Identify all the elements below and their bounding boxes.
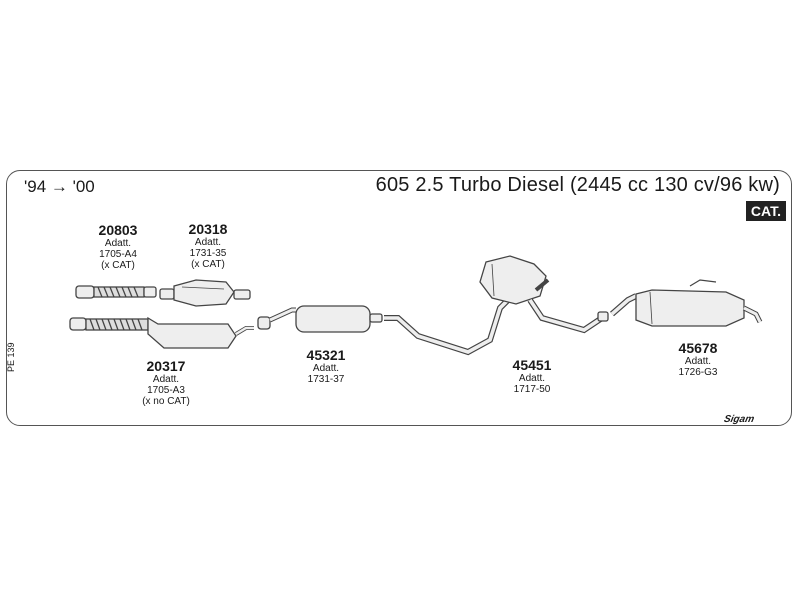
part-label-20318[interactable]: 20318 Adatt. 1731-35 (x CAT)	[189, 221, 228, 270]
brand-logo: Sigam	[722, 414, 756, 425]
part-note: Adatt.	[152, 374, 180, 385]
side-code: PE 139	[6, 342, 16, 372]
part-20803-drawing[interactable]	[75, 285, 157, 299]
part-note: Adatt.	[104, 238, 132, 249]
part-note: (x CAT)	[101, 260, 135, 271]
part-20318-drawing[interactable]	[159, 279, 251, 307]
part-note: Adatt.	[518, 373, 546, 384]
year-range: '94 → '00	[24, 177, 95, 196]
part-label-45451[interactable]: 45451 Adatt. 1717-50	[513, 357, 552, 395]
part-note: 1717-50	[513, 384, 551, 395]
part-number: 45451	[512, 357, 552, 373]
part-note: 1726-G3	[678, 367, 718, 378]
part-note: 1731-37	[307, 374, 345, 385]
diagram-frame	[6, 170, 792, 426]
part-45451-drawing[interactable]	[384, 255, 609, 356]
part-label-45678[interactable]: 45678 Adatt. 1726-G3	[679, 340, 718, 378]
part-label-20803[interactable]: 20803 Adatt. 1705-A4 (x CAT)	[99, 222, 138, 271]
part-number: 20803	[98, 222, 138, 238]
cat-badge: CAT.	[745, 201, 786, 221]
part-note: 1705-A3	[147, 385, 185, 396]
part-label-20317[interactable]: 20317 Adatt. 1705-A3 (x no CAT)	[142, 358, 190, 407]
part-note: 1731-35	[189, 248, 227, 259]
part-number: 45678	[678, 340, 718, 356]
part-number: 20318	[188, 221, 228, 237]
part-note: 1705-A4	[99, 249, 137, 260]
part-number: 20317	[146, 358, 186, 374]
part-45678-drawing[interactable]	[610, 279, 763, 327]
part-note: Adatt.	[312, 363, 340, 374]
part-note: Adatt.	[194, 237, 222, 248]
part-note: Adatt.	[684, 356, 712, 367]
part-20317-drawing[interactable]	[69, 316, 254, 349]
vehicle-title: 605 2.5 Turbo Diesel (2445 cc 130 cv/96 …	[375, 174, 780, 196]
part-45321-drawing[interactable]	[257, 305, 383, 333]
part-label-45321[interactable]: 45321 Adatt. 1731-37	[307, 347, 346, 385]
part-number: 45321	[306, 347, 346, 363]
part-note: (x no CAT)	[142, 396, 190, 407]
part-note: (x CAT)	[191, 259, 225, 270]
